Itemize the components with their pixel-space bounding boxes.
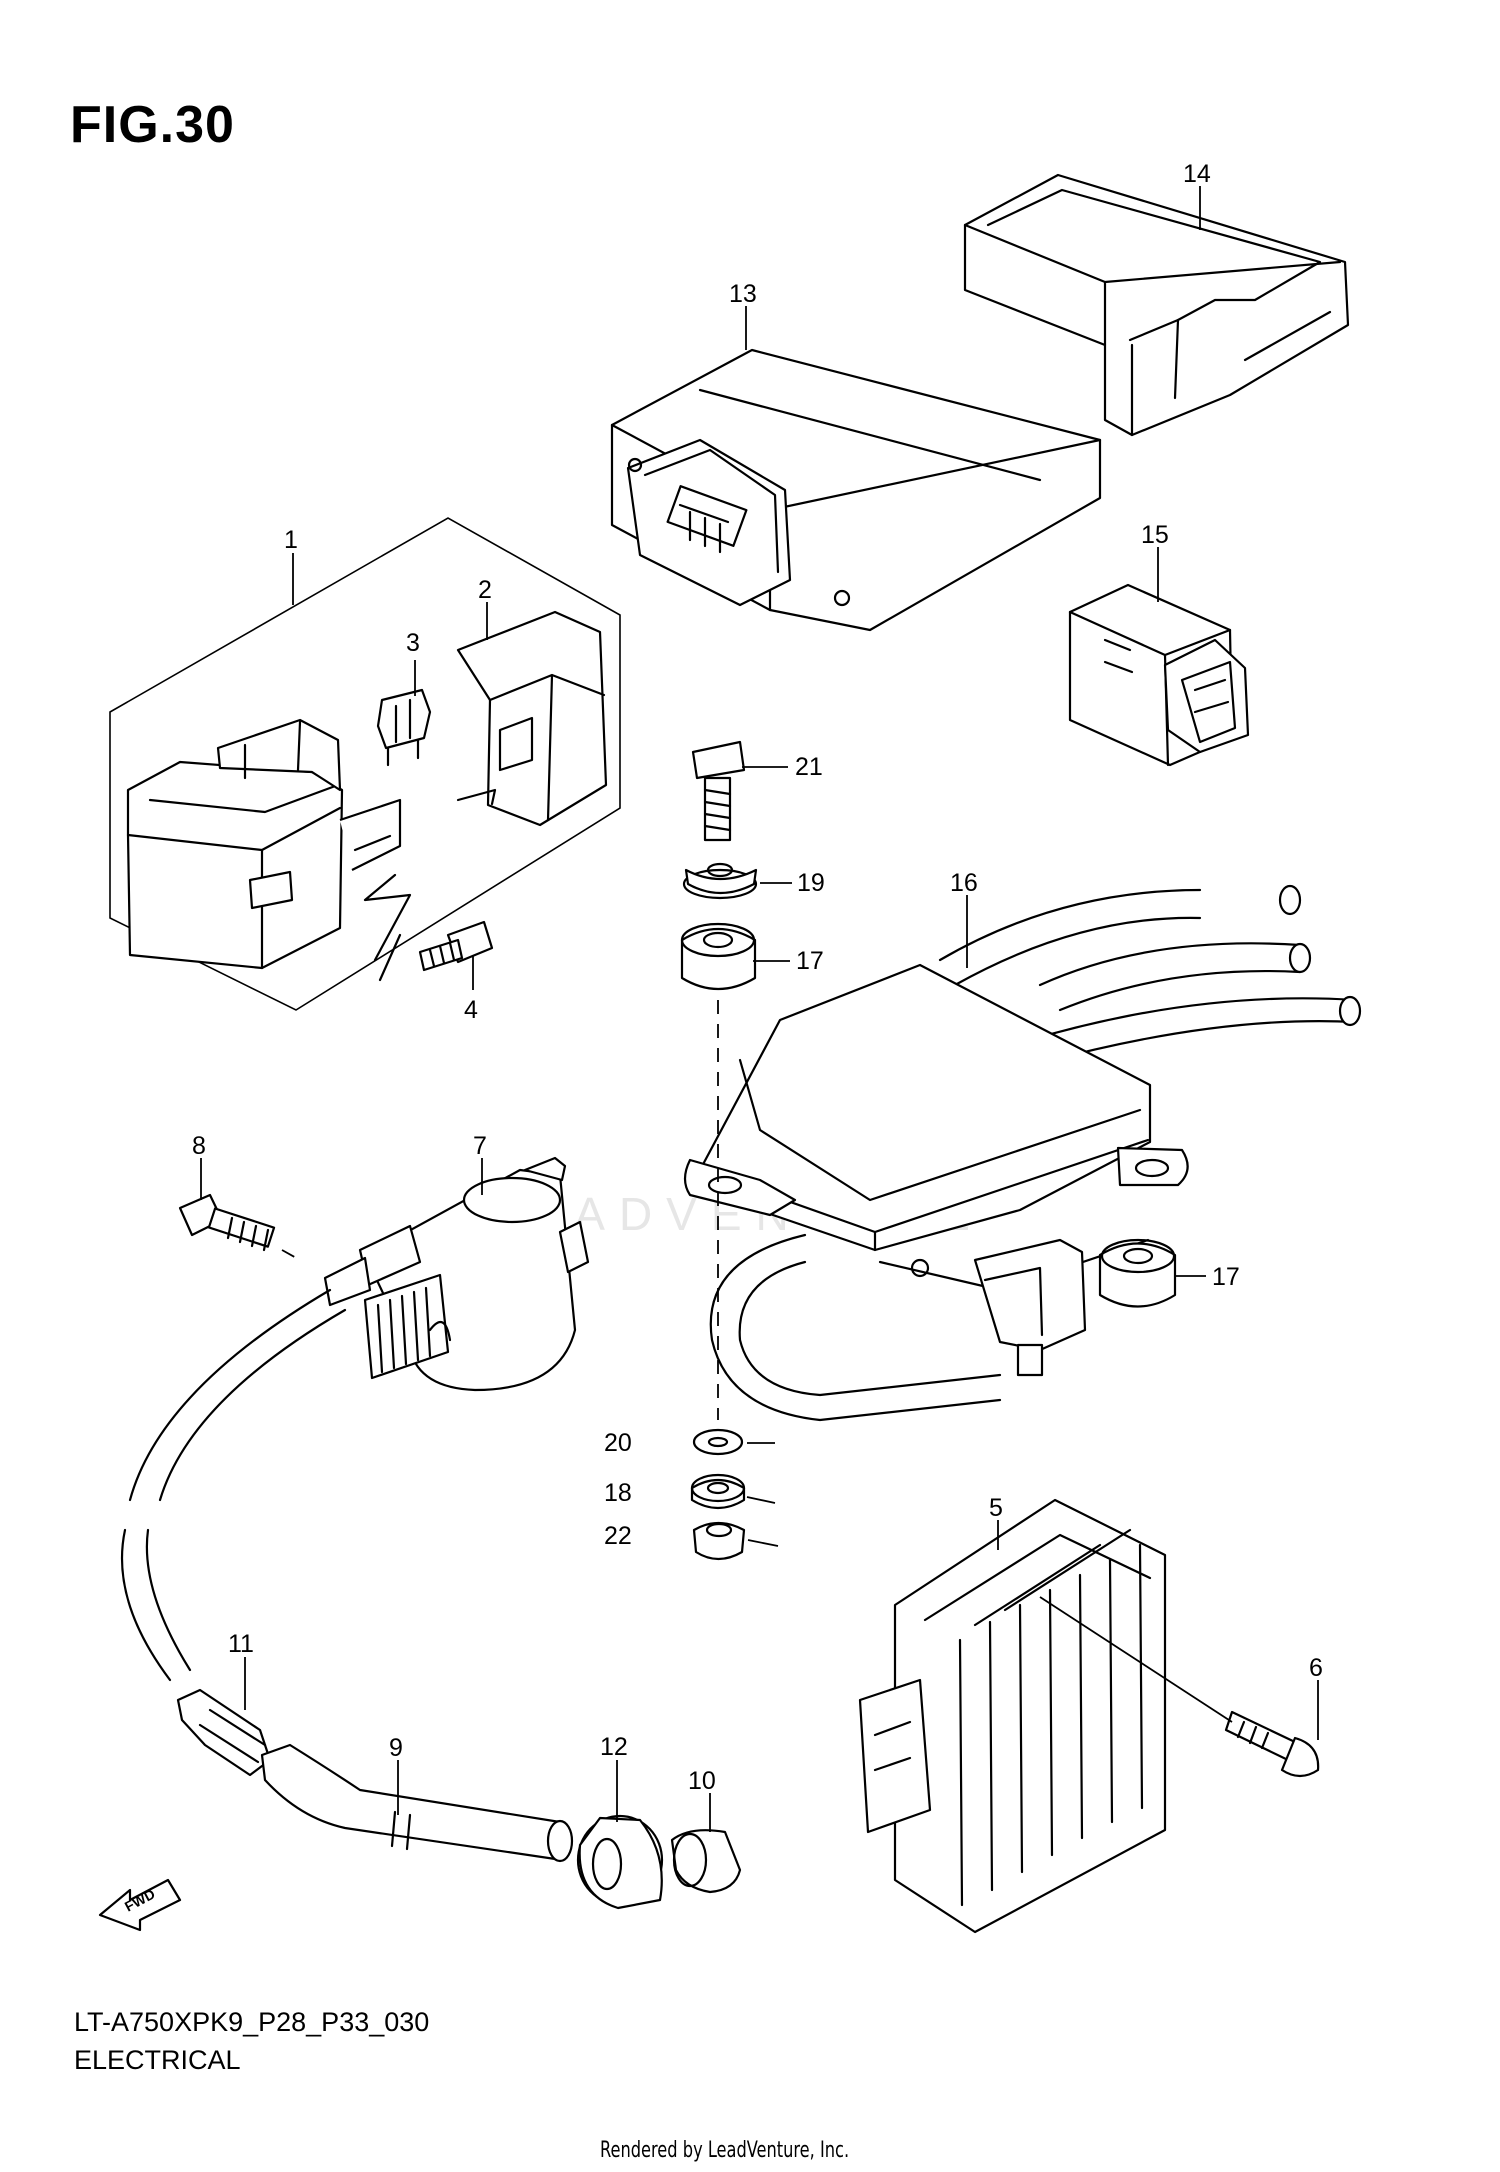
callout-3: 3 <box>406 629 420 657</box>
callout-2: 2 <box>478 576 492 604</box>
part-20-washer <box>692 1428 744 1456</box>
part-17-cushion-right <box>1098 1238 1177 1308</box>
fwd-arrow-icon: FWD <box>98 1878 182 1932</box>
callout-4: 4 <box>464 996 478 1024</box>
callout-20: 20 <box>604 1429 632 1457</box>
callout-16: 16 <box>950 869 978 897</box>
part-9-plug-cap <box>260 1743 574 1863</box>
callout-8: 8 <box>192 1132 206 1160</box>
part-16-module <box>683 884 1362 1422</box>
callout-10: 10 <box>688 1767 716 1795</box>
leader-lines <box>200 186 1319 1832</box>
callout-5: 5 <box>989 1494 1003 1522</box>
callout-7: 7 <box>473 1132 487 1160</box>
part-18-washer <box>690 1473 746 1510</box>
part-1-starter-relay <box>109 517 621 1011</box>
callout-9: 9 <box>389 1734 403 1762</box>
callout-labels: 1 2 3 4 5 6 7 8 9 10 11 12 13 14 15 16 1… <box>192 160 1323 1795</box>
callout-21: 21 <box>795 753 823 781</box>
part-13-ecm <box>610 348 1102 632</box>
callout-11: 11 <box>228 1630 254 1658</box>
part-8-bolt <box>178 1193 276 1252</box>
part-17-cushion-top <box>680 922 757 991</box>
part-11-cap <box>176 1688 272 1777</box>
part-19-collar <box>682 862 758 900</box>
callout-1: 1 <box>284 526 298 554</box>
callout-13: 13 <box>729 280 757 308</box>
section-name: ELECTRICAL <box>74 2045 241 2075</box>
render-credit: Rendered by LeadVenture, Inc. <box>600 2138 850 2163</box>
model-code: LT-A750XPK9_P28_P33_030 <box>74 2007 430 2037</box>
assembly-line-bolt-8 <box>281 1249 301 1261</box>
part-22-nut <box>692 1521 746 1561</box>
part-21-bolt <box>691 740 746 842</box>
part-5-regulator <box>858 1498 1167 1934</box>
assembly-boundary <box>109 517 621 1011</box>
callout-6: 6 <box>1309 1654 1323 1682</box>
callout-17-top: 17 <box>796 947 824 975</box>
part-14-ecm-cover <box>963 173 1350 437</box>
figure-title: FIG.30 <box>70 96 235 154</box>
callout-12: 12 <box>600 1733 628 1761</box>
callout-17-right: 17 <box>1212 1263 1240 1291</box>
part-7-ignition-coil <box>120 1156 590 1682</box>
callout-15: 15 <box>1141 521 1169 549</box>
part-6-bolt <box>1224 1710 1320 1778</box>
callout-18: 18 <box>604 1479 632 1507</box>
callout-22: 22 <box>604 1522 632 1550</box>
part-10-seal <box>670 1829 742 1894</box>
part-15-connector <box>1068 583 1250 767</box>
callout-14: 14 <box>1183 160 1211 188</box>
part-12-seal <box>576 1814 664 1910</box>
callout-19: 19 <box>797 869 825 897</box>
